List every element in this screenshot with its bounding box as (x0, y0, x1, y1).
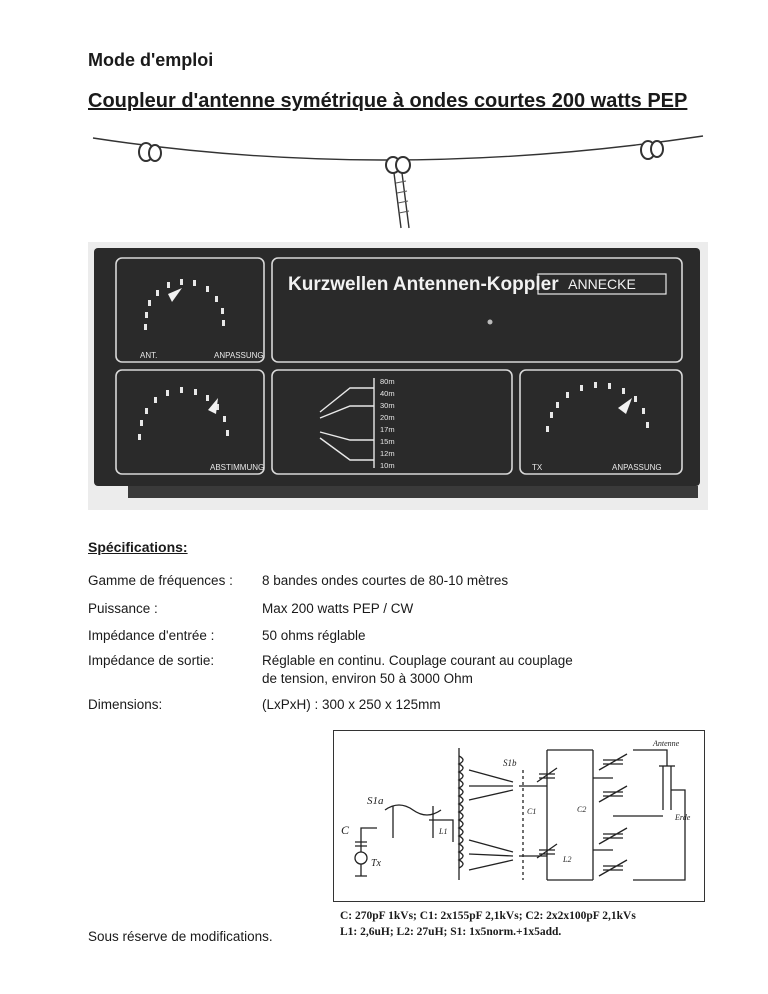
caption-line: L1: 2,6uH; L2: 27uH; S1: 1x5norm.+1x5add… (340, 926, 562, 938)
circuit-schematic: Antenne Erde Tx C S1a S1b L1 C1 C2 L2 (333, 730, 705, 902)
spec-label: Dimensions: (88, 697, 163, 712)
modification-note: Sous réserve de modifications. (88, 929, 273, 944)
spec-value: Max 200 watts PEP / CW (262, 601, 414, 616)
band-label: 40m (380, 389, 395, 398)
label-abstimmung: ABSTIMMUNG (210, 463, 264, 472)
band-label: 80m (380, 377, 395, 386)
knob-tx-match-icon (546, 382, 649, 432)
panel-frame-tx (519, 369, 683, 475)
label-ant: ANT. (140, 351, 157, 360)
schematic-caption: C: 270pF 1kVs; C1: 2x155pF 2,1kVs; C2: 2… (340, 908, 636, 940)
schematic-label-l1: L1 (438, 827, 447, 836)
document-label: Mode d'emploi (88, 50, 214, 70)
spec-value: 50 ohms réglable (262, 628, 366, 643)
band-switch-diagram (319, 378, 375, 468)
band-label: 15m (380, 437, 395, 446)
insulator-left-icon (138, 142, 162, 162)
insulator-right-icon (640, 140, 664, 160)
specs-heading: Spécifications: (88, 539, 188, 555)
schematic-label-l2: L2 (562, 855, 571, 864)
schematic-label-s1a: S1a (367, 795, 384, 807)
spec-value: (LxPxH) : 300 x 250 x 125mm (262, 697, 441, 712)
document-title: Coupleur d'antenne symétrique à ondes co… (88, 90, 688, 112)
schematic-label-antenna: Antenne (652, 739, 680, 748)
band-label: 17m (380, 425, 395, 434)
device-front-panel: Kurzwellen Antennen-Koppler ANNECKE ANT.… (88, 242, 708, 510)
label-anpassung-bottom: ANPASSUNG (612, 463, 662, 472)
spec-value-line: Réglable en continu. Couplage courant au… (262, 653, 573, 668)
panel-frame-bands (271, 369, 513, 475)
knob-tuning-icon (138, 387, 229, 440)
band-label: 12m (380, 449, 395, 458)
label-anpassung-top: ANPASSUNG (214, 351, 264, 360)
band-label: 10m (380, 461, 395, 470)
spec-label: Puissance : (88, 601, 158, 616)
center-feed-icon (385, 156, 411, 229)
schematic-label-tx: Tx (371, 858, 382, 869)
panel-device-name: Kurzwellen Antennen-Koppler (288, 274, 559, 295)
caption-line: C: 270pF 1kVs; C1: 2x155pF 2,1kVs; C2: 2… (340, 910, 636, 922)
schematic-label-c1: C1 (527, 807, 536, 816)
panel-frame-antenna (115, 257, 265, 363)
spec-label: Impédance d'entrée : (88, 628, 215, 643)
band-label: 20m (380, 413, 395, 422)
panel-frame-title (271, 257, 683, 363)
panel-brand: ANNECKE (568, 276, 636, 292)
spec-value-line: de tension, environ 50 à 3000 Ohm (262, 671, 473, 686)
antenna-illustration (92, 135, 704, 229)
spec-value: 8 bandes ondes courtes de 80-10 mètres (262, 573, 509, 588)
schematic-label-c2: C2 (577, 805, 586, 814)
panel-frame-tuning (115, 369, 265, 475)
schematic-label-earth: Erde (674, 813, 691, 822)
schematic-label-s1b: S1b (503, 758, 517, 768)
schematic-label-c: C (341, 823, 350, 837)
band-label: 30m (380, 401, 395, 410)
spec-label: Impédance de sortie: (88, 653, 215, 668)
knob-antenna-match-icon (144, 279, 225, 330)
label-tx: TX (532, 463, 543, 472)
spec-label: Gamme de fréquences : (88, 573, 233, 588)
spec-value: Réglable en continu. Couplage courant au… (262, 652, 622, 688)
